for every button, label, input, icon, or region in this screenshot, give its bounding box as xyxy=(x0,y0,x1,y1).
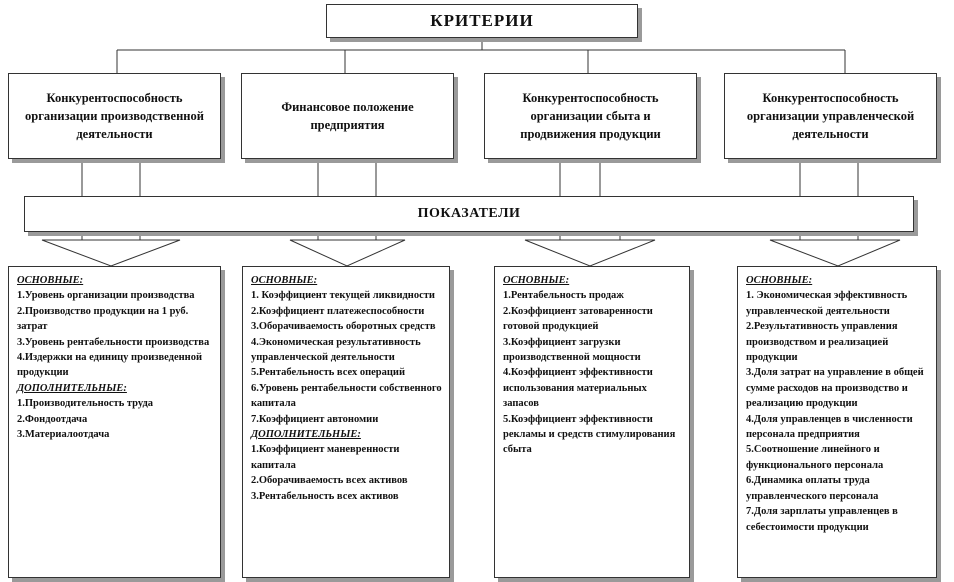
criterion-production: Конкурентоспособность организации произв… xyxy=(8,73,221,159)
criterion-label: Конкурентоспособность организации произв… xyxy=(25,91,204,141)
criteria-title: КРИТЕРИИ xyxy=(326,4,638,38)
details-sales: ОСНОВНЫЕ: 1.Рентабельность продаж 2.Коэф… xyxy=(494,266,690,578)
indicator-item: 2.Коэффициент платежеспособности xyxy=(251,305,425,317)
indicator-item: 2.Фондоотдача xyxy=(17,413,88,425)
indicator-item: 1.Производительность труда xyxy=(17,398,154,410)
indicator-item: 4.Издержки на единицу произведенной прод… xyxy=(17,352,203,379)
extra-header: ДОПОЛНИТЕЛЬНЫЕ: xyxy=(251,429,361,441)
indicator-item: 3.Материалоотдача xyxy=(17,429,110,441)
indicator-item: 1. Коэффициент текущей ликвидности xyxy=(251,290,435,302)
indicator-item: 2.Результативность управления производст… xyxy=(746,321,898,364)
indicator-item: 3.Коэффициент загрузки производственной … xyxy=(503,336,641,364)
indicator-item: 1. Экономическая эффективность управленч… xyxy=(746,290,908,317)
main-header: ОСНОВНЫЕ: xyxy=(17,275,84,286)
main-header: ОСНОВНЫЕ: xyxy=(746,275,813,286)
indicator-item: 4.Экономическая результативность управле… xyxy=(251,336,421,364)
indicator-item: 1.Рентабельность продаж xyxy=(503,290,624,302)
main-header: ОСНОВНЫЕ: xyxy=(503,275,570,286)
indicator-item: 2.Производство продукции на 1 руб. затра… xyxy=(17,305,189,333)
indicator-item: 4.Доля управленцев в численности персона… xyxy=(746,413,913,441)
indicator-item: 6.Уровень рентабельности собственного ка… xyxy=(251,382,442,410)
indicator-item: 2.Коэффициент затоваренности готовой про… xyxy=(503,305,653,333)
indicator-item: 7.Коэффициент автономии xyxy=(251,413,379,425)
indicators-label: ПОКАЗАТЕЛИ xyxy=(417,206,521,221)
criterion-label: Конкурентоспособность организации сбыта … xyxy=(520,91,661,141)
indicator-item: 5.Соотношение линейного и функциональног… xyxy=(746,444,884,471)
details-management: ОСНОВНЫЕ: 1. Экономическая эффективность… xyxy=(737,266,937,578)
criteria-title-text: КРИТЕРИИ xyxy=(430,11,534,30)
indicator-item: 5.Коэффициент эффективности рекламы и ср… xyxy=(503,413,676,456)
indicator-item: 2.Оборачиваемость всех активов xyxy=(251,475,408,487)
main-header: ОСНОВНЫЕ: xyxy=(251,275,318,286)
extra-header: ДОПОЛНИТЕЛЬНЫЕ: xyxy=(17,382,127,394)
criterion-sales: Конкурентоспособность организации сбыта … xyxy=(484,73,697,159)
indicator-item: 6.Динамика оплаты труда управленческого … xyxy=(746,475,879,502)
criterion-management: Конкурентоспособность организации управл… xyxy=(724,73,937,159)
indicator-item: 3.Доля затрат на управление в общей сумм… xyxy=(746,367,924,410)
criterion-finance: Финансовое положение предприятия xyxy=(241,73,454,159)
indicator-item: 5.Рентабельность всех операций xyxy=(251,367,406,379)
indicator-item: 3.Оборачиваемость оборотных средств xyxy=(251,321,436,333)
indicator-item: 7.Доля зарплаты управленцев в себестоимо… xyxy=(746,506,898,533)
indicator-item: 4.Коэффициент эффективности использовани… xyxy=(503,367,653,410)
criterion-label: Финансовое положение предприятия xyxy=(281,100,414,132)
indicator-item: 1.Коэффициент маневренности капитала xyxy=(251,444,400,471)
indicator-item: 3.Уровень рентабельности производства xyxy=(17,336,210,348)
indicator-item: 1.Уровень организации производства xyxy=(17,290,195,302)
details-finance: ОСНОВНЫЕ: 1. Коэффициент текущей ликвидн… xyxy=(242,266,450,578)
criterion-label: Конкурентоспособность организации управл… xyxy=(746,91,915,141)
indicator-item: 3.Рентабельность всех активов xyxy=(251,490,399,502)
details-production: ОСНОВНЫЕ: 1.Уровень организации производ… xyxy=(8,266,221,578)
indicators-bar: ПОКАЗАТЕЛИ xyxy=(24,196,914,232)
